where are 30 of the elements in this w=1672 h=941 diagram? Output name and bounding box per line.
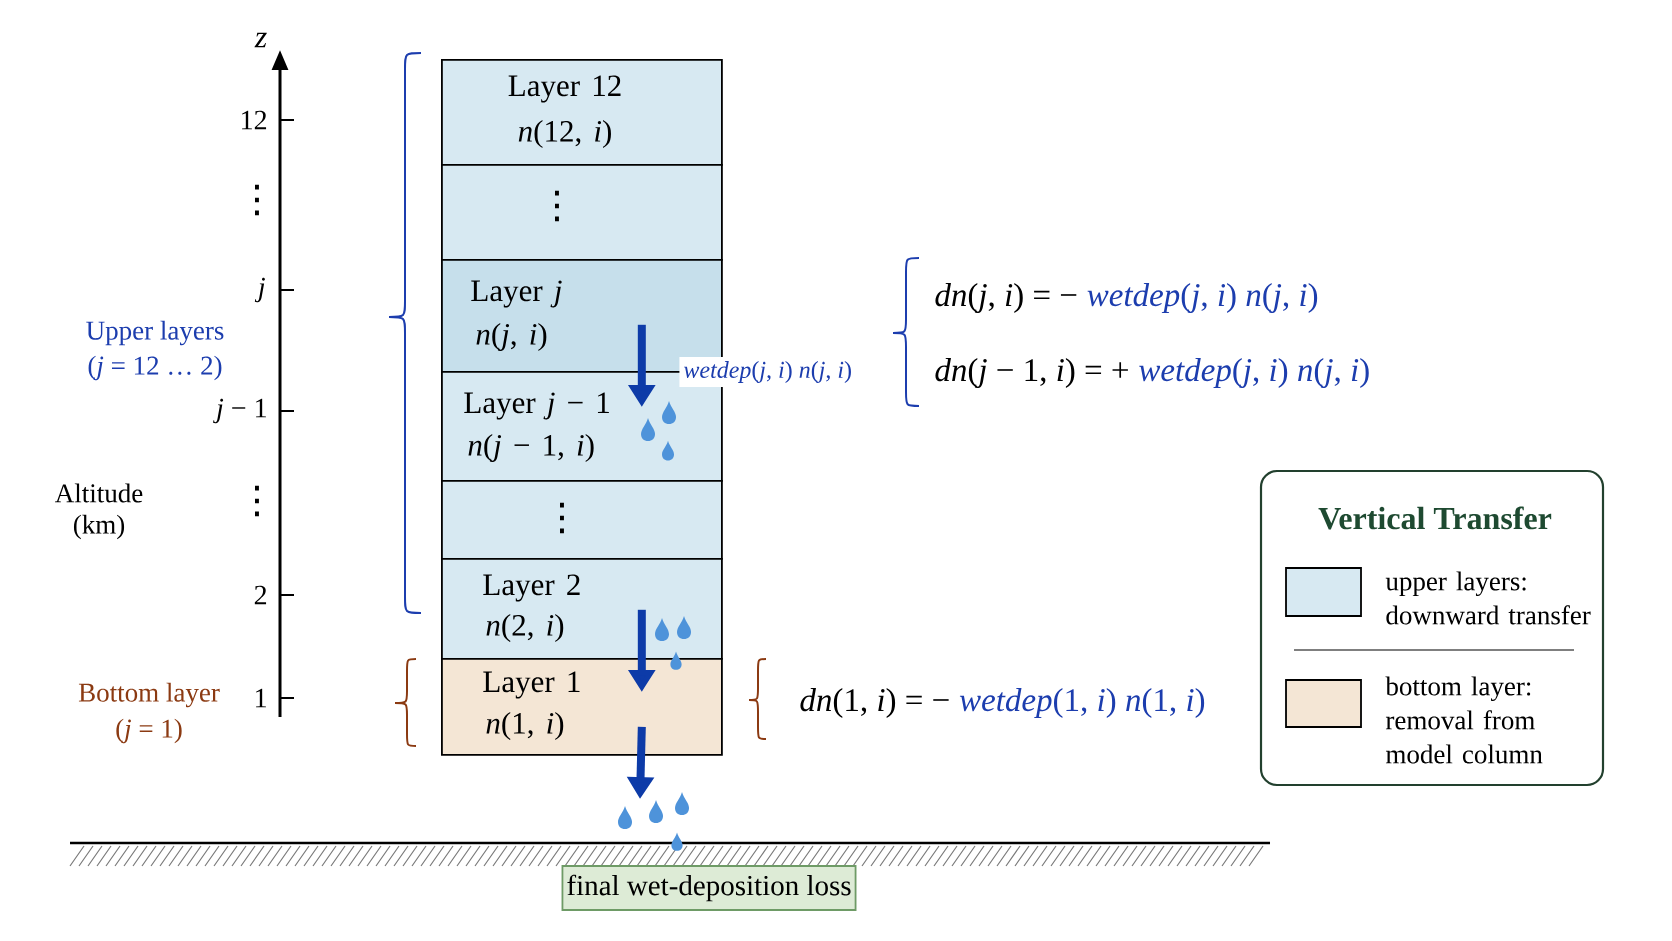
equation-lhs: dn(j, i) = − bbox=[935, 283, 1077, 313]
bracket-label: (j = 12 … 2) bbox=[88, 355, 222, 381]
tick-label: 1 bbox=[256, 688, 266, 708]
layer-box: Layer 12 n(12, i) bbox=[441, 59, 723, 166]
legend-label: bottom layer: removal from model column bbox=[1385, 676, 1543, 764]
layer-box: Layer 1 n(1, i) bbox=[441, 658, 723, 756]
tick-label: 2 bbox=[254, 585, 267, 605]
axis-label: z bbox=[254, 32, 267, 48]
edge-label: wetdep(j, i) n(j, i) bbox=[679, 357, 857, 387]
label-box: final wet-deposition loss bbox=[561, 865, 857, 911]
layer-box: Layer 2 n(2, i) bbox=[441, 558, 723, 660]
tick-label: j − 1 bbox=[213, 398, 266, 424]
equation-rhs: wetdep(j, i) n(j, i) bbox=[1087, 283, 1318, 313]
equation-lhs: dn(j − 1, i) = + bbox=[935, 358, 1128, 388]
tick-label: 12 bbox=[242, 110, 267, 130]
bracket-label: Bottom layer bbox=[78, 682, 220, 708]
equation-rhs: wetdep(j, i) n(j, i) bbox=[1139, 358, 1369, 388]
legend-title: Vertical Transfer bbox=[1318, 506, 1552, 530]
legend-label: upper layers: downward transfer bbox=[1385, 571, 1591, 625]
layer-box: ⋮ bbox=[441, 164, 723, 261]
bracket-label: (j = 1) bbox=[116, 718, 182, 744]
equation-rhs: wetdep(1, i) n(1, i) bbox=[959, 688, 1205, 718]
ellipsis: ⋮ bbox=[255, 485, 259, 517]
axis-title: Altitude bbox=[55, 483, 143, 503]
equation-lhs: dn(1, i) = − bbox=[800, 688, 949, 718]
tick-label: j bbox=[254, 277, 265, 303]
bracket-label: Upper layers bbox=[86, 320, 224, 346]
axis-title: (km) bbox=[73, 514, 125, 540]
layer-box: ⋮ bbox=[441, 480, 723, 560]
ellipsis: ⋮ bbox=[255, 184, 259, 216]
